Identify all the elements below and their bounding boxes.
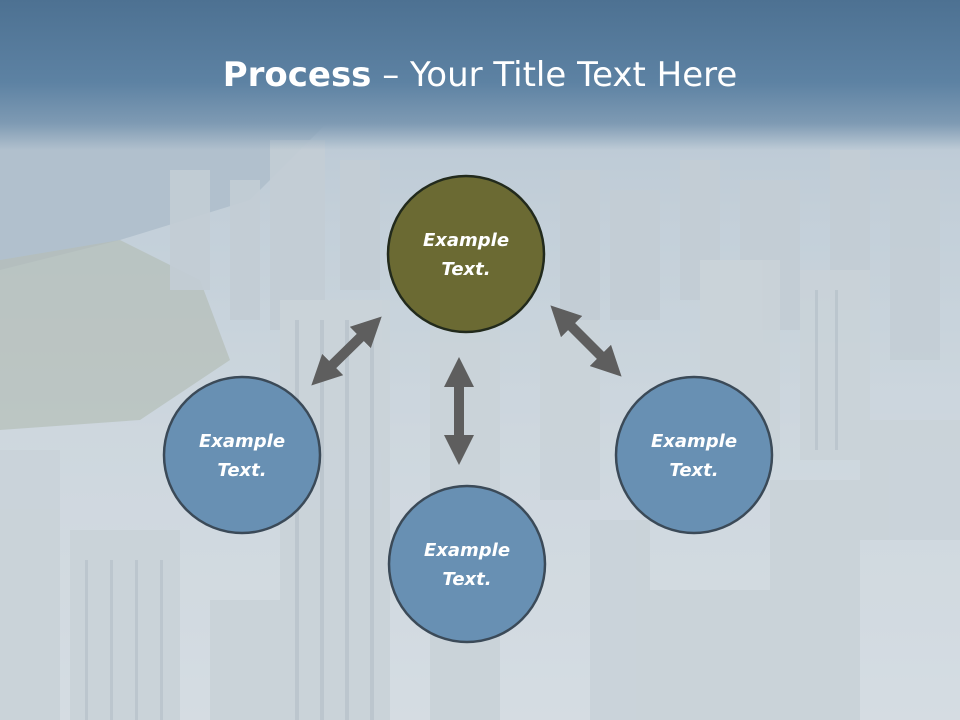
node-right-circle — [614, 375, 774, 535]
double-arrow-top-left — [311, 316, 382, 386]
node-right-line1: Example — [651, 431, 737, 452]
node-bottom-line1: Example — [424, 540, 510, 561]
node-bottom: Example Text. — [387, 484, 547, 644]
node-left-circle — [162, 375, 322, 535]
node-right-line2: Text. — [669, 460, 718, 481]
node-top-line2: Text. — [441, 259, 490, 280]
double-arrow-top-right — [550, 305, 622, 377]
node-top-line1: Example — [423, 230, 509, 251]
title-bold-word: Process — [222, 55, 372, 95]
node-bottom-line2: Text. — [442, 569, 491, 590]
node-top-circle — [386, 174, 546, 334]
slide-title: Process – Your Title Text Here — [0, 52, 960, 98]
node-right: Example Text. — [614, 375, 774, 535]
node-left: Example Text. — [162, 375, 322, 535]
node-top: Example Text. — [386, 174, 546, 334]
node-left-line1: Example — [199, 431, 285, 452]
node-left-line2: Text. — [217, 460, 266, 481]
title-bar: Process – Your Title Text Here — [0, 0, 960, 150]
node-bottom-circle — [387, 484, 547, 644]
title-rest: – Your Title Text Here — [371, 55, 738, 95]
